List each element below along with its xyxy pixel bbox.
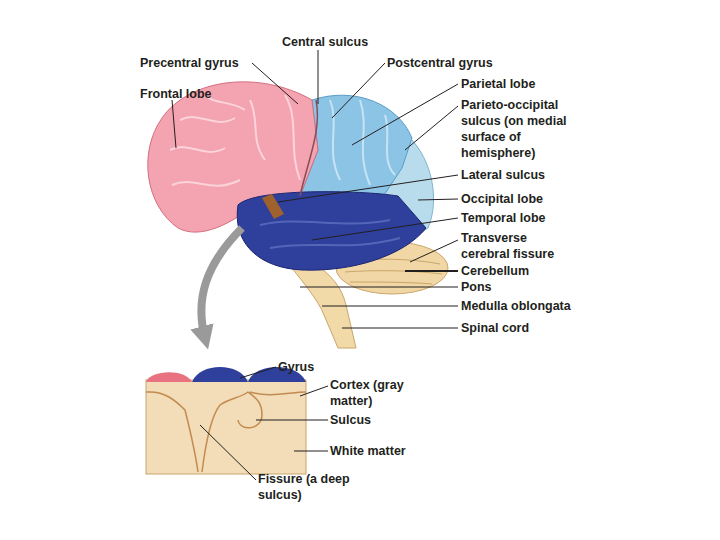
parietal-gyri bbox=[330, 100, 395, 185]
leader-line bbox=[200, 425, 256, 480]
cortex-bump-pink bbox=[146, 372, 192, 382]
leader-line bbox=[332, 63, 385, 118]
zoom-arrow bbox=[201, 228, 242, 338]
part-label: Lateral sulcus bbox=[461, 167, 591, 183]
leader-line bbox=[172, 100, 176, 148]
leader-line bbox=[418, 199, 458, 200]
leader-line bbox=[294, 451, 328, 452]
part-label: Occipital lobe bbox=[461, 191, 591, 207]
part-label: Precentral gyrus bbox=[140, 55, 270, 71]
part-label: Parieto-occipital sulcus (on medial surf… bbox=[461, 97, 591, 161]
leader-line bbox=[256, 420, 328, 421]
temporal-gyri bbox=[260, 220, 400, 248]
part-label: Temporal lobe bbox=[461, 210, 591, 226]
part-label: Transverse cerebral fissure bbox=[461, 230, 579, 262]
part-label: Sulcus bbox=[330, 412, 430, 428]
part-label: Cortex (gray matter) bbox=[330, 377, 430, 409]
leader-line bbox=[405, 270, 458, 272]
leader-line bbox=[252, 63, 298, 104]
leader-line bbox=[300, 386, 328, 396]
lateral-sulcus-shape bbox=[262, 194, 284, 219]
leader-line bbox=[410, 240, 458, 262]
leader-line bbox=[318, 50, 319, 104]
leader-line bbox=[405, 106, 458, 150]
part-label: Medulla oblongata bbox=[461, 298, 591, 314]
tissue-block bbox=[146, 380, 306, 474]
part-label: Spinal cord bbox=[461, 320, 591, 336]
leader-line bbox=[300, 287, 458, 288]
leader-line bbox=[322, 306, 458, 307]
part-label: Central sulcus bbox=[282, 34, 412, 50]
leader-line bbox=[240, 367, 276, 378]
leader-line bbox=[352, 84, 458, 145]
temporal-lobe-shape bbox=[237, 192, 426, 270]
part-label: Parietal lobe bbox=[461, 76, 591, 92]
part-label: Cerebellum bbox=[461, 263, 591, 279]
gray-matter-outline bbox=[146, 392, 306, 472]
leader-line bbox=[312, 218, 458, 240]
part-label: White matter bbox=[330, 443, 430, 459]
leader-lines bbox=[172, 50, 458, 480]
central-sulcus-line bbox=[300, 100, 317, 196]
part-label: Postcentral gyrus bbox=[387, 55, 517, 71]
part-label: Gyrus bbox=[278, 359, 378, 375]
part-label: Frontal lobe bbox=[140, 86, 270, 102]
leader-line bbox=[342, 328, 458, 329]
cortex-bump-blue bbox=[192, 367, 248, 382]
part-label: Pons bbox=[461, 279, 591, 295]
part-label: Fissure (a deep sulcus) bbox=[258, 471, 368, 503]
leader-line bbox=[278, 175, 458, 202]
frontal-gyri bbox=[170, 95, 300, 186]
